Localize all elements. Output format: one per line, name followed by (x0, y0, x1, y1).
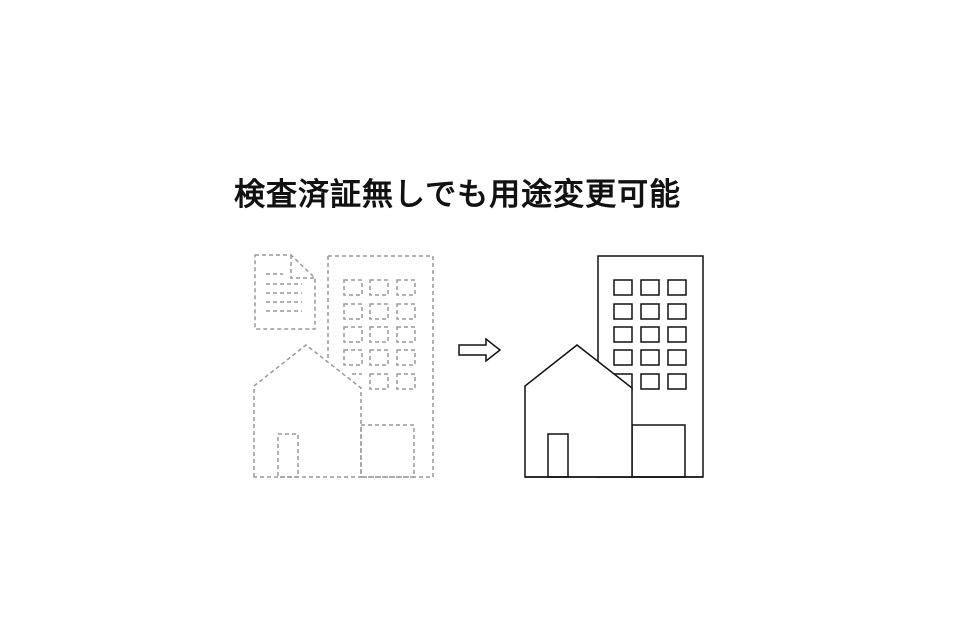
before-illustration (253, 254, 434, 478)
tower-building-icon (327, 255, 434, 478)
house-icon (524, 344, 703, 478)
document-icon (254, 254, 316, 330)
after-illustration (524, 255, 704, 478)
arrow-right-icon (458, 337, 502, 363)
page-title: 検査済証無しでも用途変更可能 (234, 177, 682, 213)
house-icon (253, 344, 362, 478)
